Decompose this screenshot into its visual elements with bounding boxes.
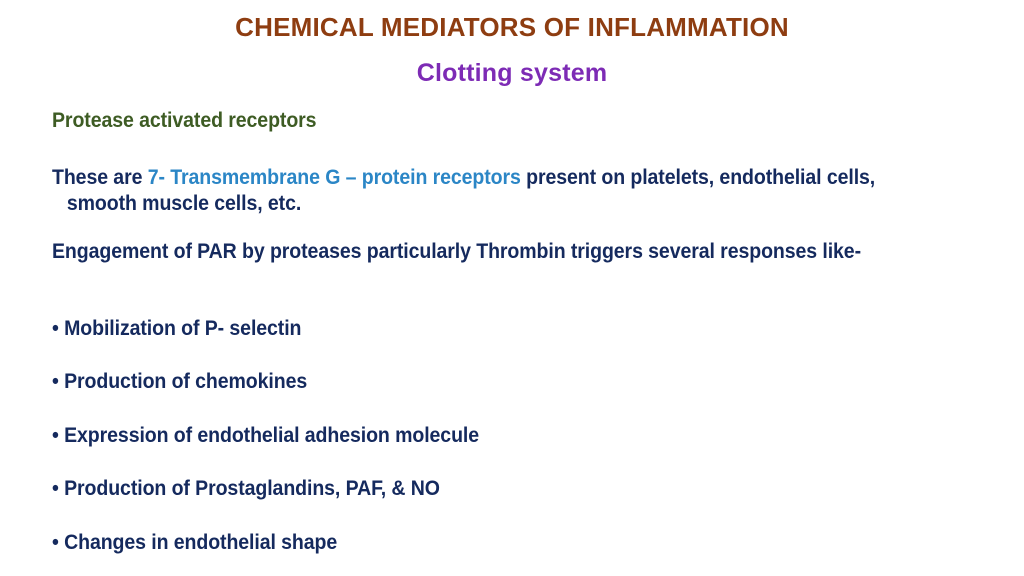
bullet-mobilization-of-p-selectin: • Mobilization of P- selectin: [52, 316, 889, 342]
bullet-dot-icon: •: [52, 317, 59, 340]
paragraph-engagement-of-par: Engagement of PAR by proteases particula…: [52, 240, 861, 263]
bullet-label: Expression of endothelial adhesion molec…: [64, 424, 480, 447]
list-item: • Production of Prostaglandins, PAF, & N…: [52, 476, 952, 502]
bullet-expression-of-endothelial-adhesion-molecule: • Expression of endothelial adhesion mol…: [52, 423, 889, 449]
bullet-label: Production of Prostaglandins, PAF, & NO: [64, 477, 440, 500]
bullet-production-of-prostaglandins-paf-no: • Production of Prostaglandins, PAF, & N…: [52, 476, 889, 502]
bullet-changes-in-endothelial-shape: • Changes in endothelial shape: [52, 530, 889, 556]
bullet-label: Mobilization of P- selectin: [64, 317, 302, 340]
bullet-label: Production of chemokines: [64, 370, 308, 393]
paragraph-these-are-tail: present on platelets, endothelial cells,…: [66, 166, 876, 215]
page-title: CHEMICAL MEDIATORS OF INFLAMMATION: [235, 12, 789, 42]
bullet-dot-icon: •: [52, 424, 59, 447]
bullet-production-of-chemokines: • Production of chemokines: [52, 369, 889, 395]
paragraph-these-are-lead: These are: [52, 166, 148, 189]
paragraph-these-are: These are 7- Transmembrane G – protein r…: [52, 165, 889, 217]
bullet-dot-icon: •: [52, 477, 59, 500]
bullet-label: Changes in endothelial shape: [64, 531, 338, 554]
paragraph-these-are-row: These are 7- Transmembrane G – protein r…: [52, 165, 952, 217]
bullet-dot-icon: •: [52, 370, 59, 393]
bullet-dot-icon: •: [52, 531, 59, 554]
section-heading-protease-activated-receptors: Protease activated receptors: [52, 109, 317, 132]
page-subtitle: Clotting system: [416, 59, 608, 87]
section-heading-row: Protease activated receptors: [52, 108, 952, 134]
list-item: • Mobilization of P- selectin: [52, 316, 952, 342]
paragraph-engagement-row: Engagement of PAR by proteases particula…: [52, 239, 952, 265]
list-item: • Production of chemokines: [52, 369, 952, 395]
list-item: • Changes in endothelial shape: [52, 530, 952, 556]
paragraph-these-are-highlight: 7- Transmembrane G – protein receptors: [147, 166, 521, 189]
list-item: • Expression of endothelial adhesion mol…: [52, 423, 952, 449]
